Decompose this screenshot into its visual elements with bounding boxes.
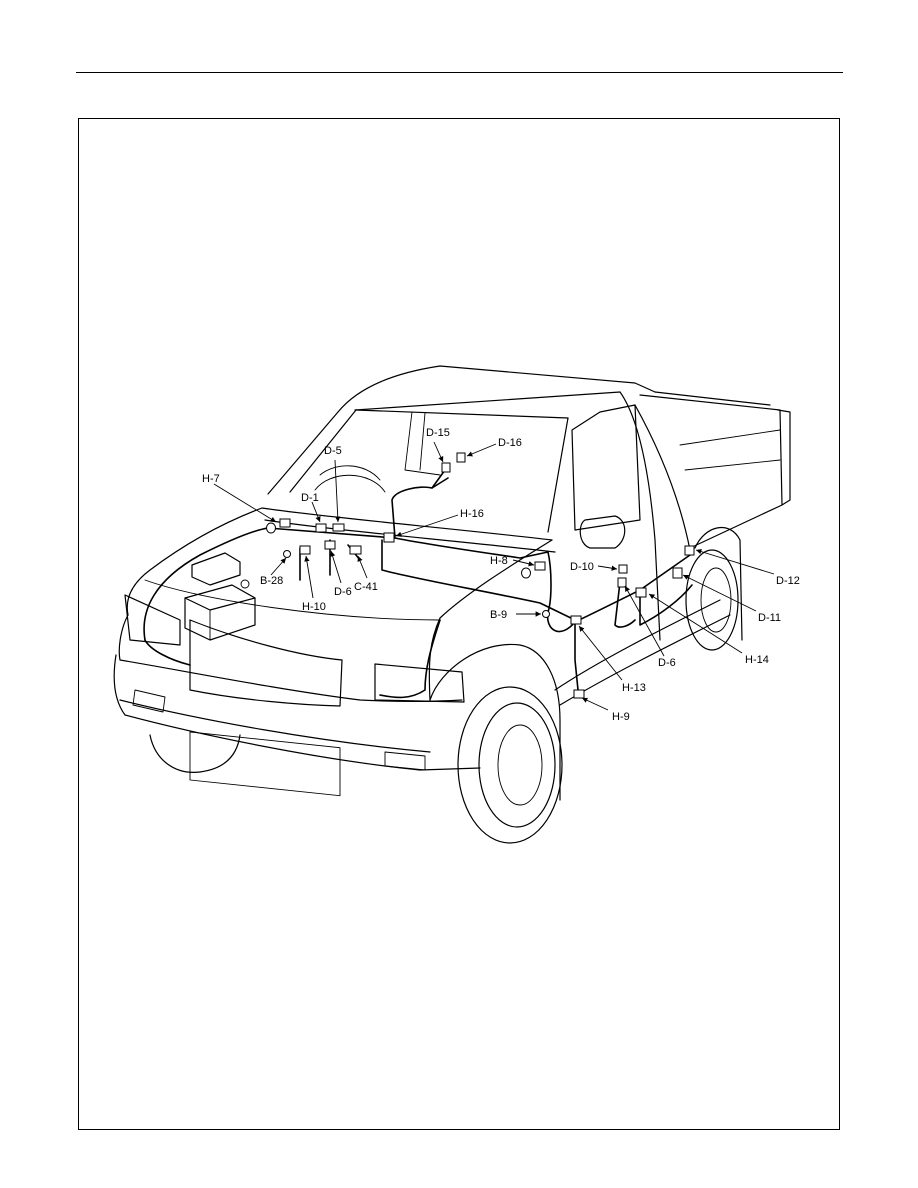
label-b28: B-28 [260, 575, 283, 587]
label-h13: H-13 [622, 682, 646, 694]
label-h16: H-16 [460, 508, 484, 520]
label-b9: B-9 [490, 609, 507, 621]
label-d10: D-10 [570, 561, 594, 573]
label-h8: H-8 [490, 555, 508, 567]
label-d1: D-1 [301, 492, 319, 504]
label-c41: C-41 [354, 581, 378, 593]
label-d5: D-5 [324, 445, 342, 457]
label-h14: H-14 [745, 654, 769, 666]
label-h10: H-10 [302, 601, 326, 613]
label-d15: D-15 [426, 427, 450, 439]
connector-labels: H-7 D-1 D-5 D-15 D-16 H-16 B-28 H-10 D-6… [202, 427, 800, 723]
label-d16: D-16 [498, 437, 522, 449]
label-h9: H-9 [612, 711, 630, 723]
label-d12: D-12 [776, 575, 800, 587]
leader-lines [213, 441, 775, 711]
truck-illustration [113, 365, 791, 844]
figure-frame [78, 118, 840, 1130]
connectors [266, 452, 695, 699]
wiring-harness [143, 469, 693, 699]
label-d6-front: D-6 [334, 586, 352, 598]
label-h7: H-7 [202, 473, 220, 485]
label-d11: D-11 [758, 612, 781, 624]
header-rule [76, 72, 843, 73]
label-d6-door: D-6 [658, 657, 676, 669]
